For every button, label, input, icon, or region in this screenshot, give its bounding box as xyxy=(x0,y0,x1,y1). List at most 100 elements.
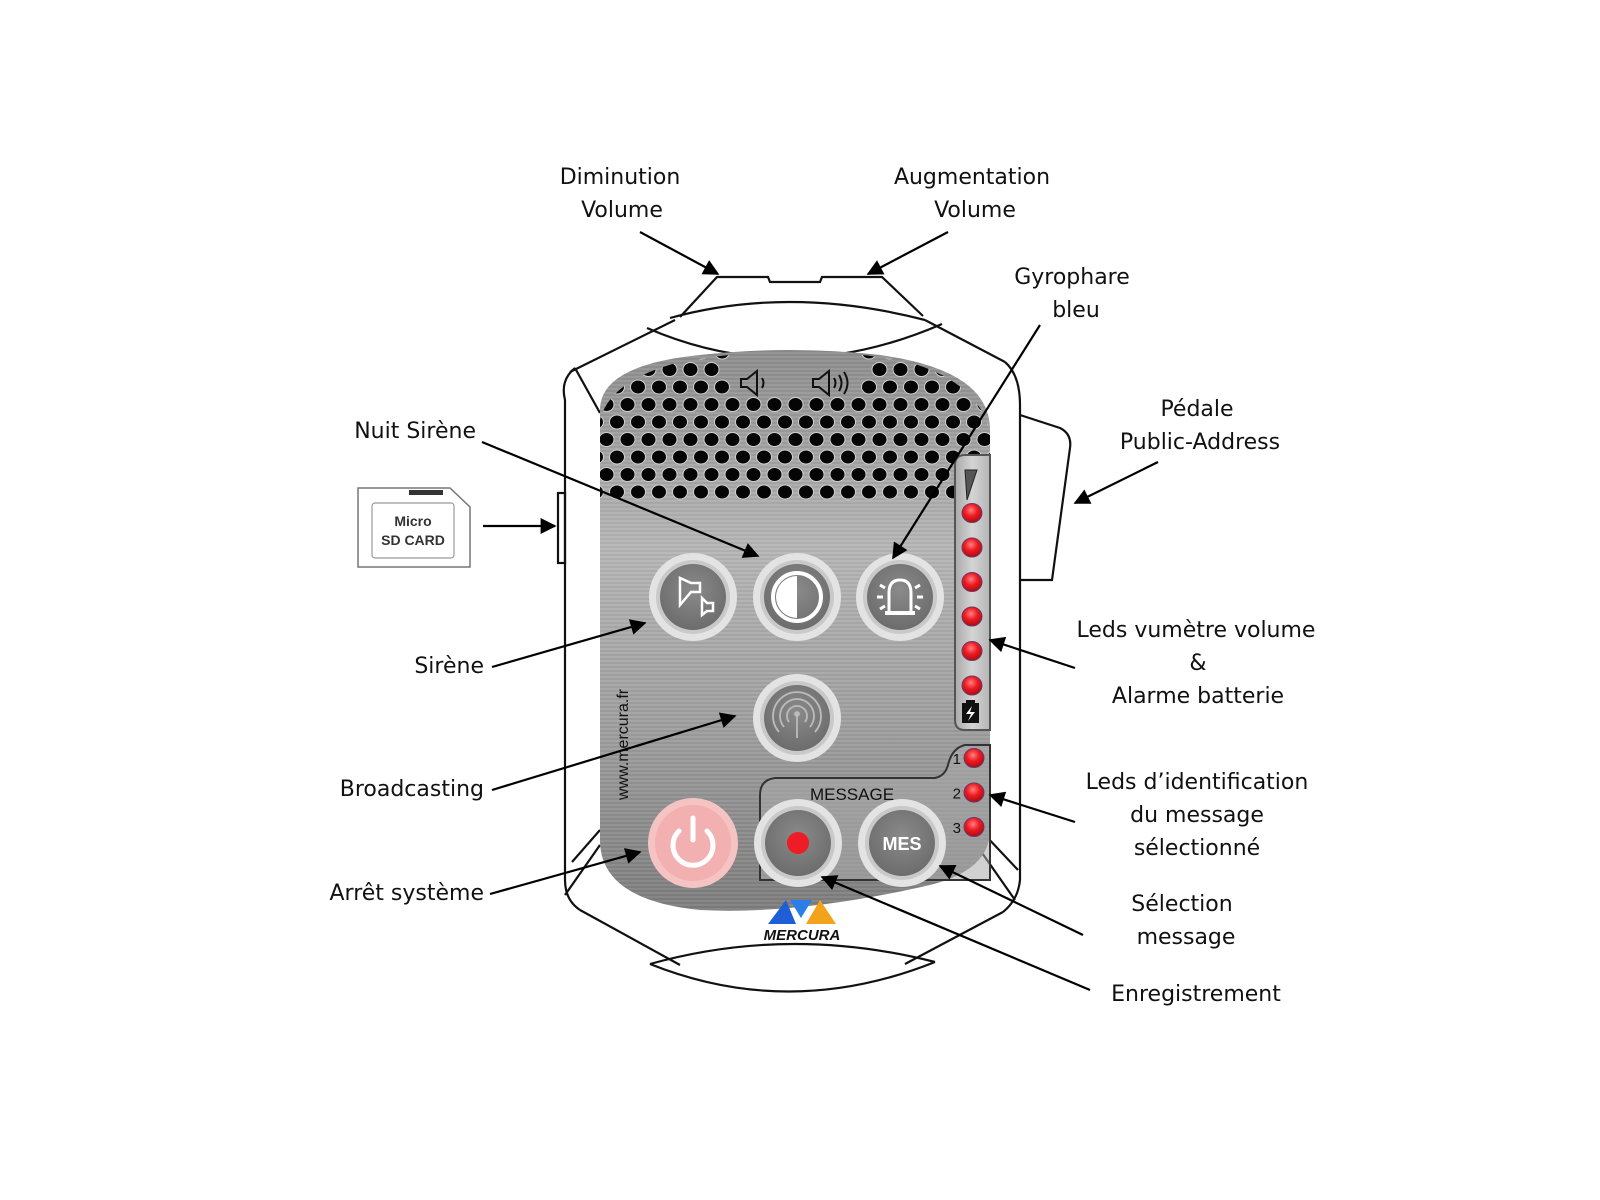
grill-hole xyxy=(756,449,772,465)
antenna-waves-icon xyxy=(772,691,822,738)
night-siren-button[interactable] xyxy=(753,553,841,641)
power-button[interactable] xyxy=(648,798,738,888)
grill-hole xyxy=(903,484,919,500)
mercura-logo: MERCURA xyxy=(764,900,841,944)
grill-hole xyxy=(703,432,720,447)
broadcast-button[interactable] xyxy=(753,674,841,762)
label-vumetre-3: Alarme batterie xyxy=(1112,684,1284,709)
grill-hole xyxy=(882,379,898,395)
grill-hole xyxy=(651,449,667,465)
grill-hole xyxy=(840,484,856,500)
label-volume-up-1: Augmentation xyxy=(894,165,1050,190)
grill-hole xyxy=(829,432,846,447)
grill-hole xyxy=(924,414,940,430)
grill-hole xyxy=(777,484,793,500)
grill-hole xyxy=(756,484,772,500)
grill-hole xyxy=(693,414,709,430)
grill-hole xyxy=(693,484,709,500)
grill-hole xyxy=(703,467,720,482)
volume-up-icon xyxy=(812,368,849,398)
grill-hole xyxy=(724,432,741,447)
arrow-selection xyxy=(938,865,1084,936)
label-enregistrement: Enregistrement xyxy=(1111,982,1281,1007)
siren-button[interactable] xyxy=(649,553,737,641)
message-led xyxy=(963,782,985,803)
grill-hole xyxy=(934,432,951,447)
label-selection-2: message xyxy=(1137,925,1236,950)
arrow-nuit-sirene xyxy=(481,440,760,558)
grill-hole xyxy=(934,397,951,412)
callout-labels: Diminution Volume Augmentation Volume Gy… xyxy=(330,165,1316,1007)
grill-hole xyxy=(892,362,909,377)
grill-hole xyxy=(766,432,783,447)
grill-hole xyxy=(892,467,909,482)
grill-hole xyxy=(600,432,615,447)
grill-hole xyxy=(871,467,888,482)
grill-hole xyxy=(714,379,730,395)
sd-card-line2: SD CARD xyxy=(381,532,445,548)
brand-text: MERCURA xyxy=(764,927,841,944)
grill-hole xyxy=(787,397,804,412)
grill-hole xyxy=(871,362,888,377)
callout-arrows xyxy=(481,231,1159,992)
vumeter-led xyxy=(961,537,983,558)
grill-hole xyxy=(735,449,751,465)
grill-hole xyxy=(945,414,961,430)
grill-hole xyxy=(672,484,688,500)
label-leds-message-2: du message xyxy=(1130,803,1264,828)
grill-hole xyxy=(798,484,814,500)
grill-hole xyxy=(808,397,825,412)
grill-hole xyxy=(609,449,625,465)
grill-hole xyxy=(651,484,667,500)
message-led-number: 3 xyxy=(953,820,961,837)
label-selection-1: Sélection xyxy=(1131,892,1232,917)
message-led xyxy=(963,817,985,837)
arrow-pedale xyxy=(1073,461,1159,504)
arrow-leds-message xyxy=(988,791,1076,824)
grill-hole xyxy=(693,449,709,465)
grill-hole xyxy=(672,414,688,430)
grill-hole xyxy=(600,414,604,430)
grill-hole xyxy=(630,484,646,500)
grill-hole xyxy=(640,397,657,412)
message-panel-label: MESSAGE xyxy=(810,785,894,804)
grill-hole xyxy=(976,362,990,377)
grill-hole xyxy=(651,414,667,430)
grill-hole xyxy=(619,432,636,447)
grill-hole xyxy=(955,397,972,412)
label-leds-message-1: Leds d’identification xyxy=(1086,770,1309,795)
half-circle-icon xyxy=(771,571,823,623)
mes-button[interactable]: MES xyxy=(858,799,946,887)
grill-hole xyxy=(861,379,877,395)
grill-hole xyxy=(745,467,762,482)
arrow-volume-down xyxy=(639,231,720,275)
grill-hole xyxy=(714,449,730,465)
grill-hole xyxy=(630,351,646,360)
grill-hole xyxy=(787,432,804,447)
grill-hole xyxy=(819,449,835,465)
grill-hole xyxy=(724,397,741,412)
grill-hole xyxy=(682,467,699,482)
label-gyrophare-1: Gyrophare xyxy=(1014,265,1130,290)
grill-hole xyxy=(840,414,856,430)
grill-hole xyxy=(640,467,657,482)
label-vumetre-2: & xyxy=(1189,651,1206,676)
grill-hole xyxy=(945,351,961,360)
siren-speakers-icon xyxy=(678,576,715,618)
vumeter-led xyxy=(961,503,983,523)
grill-hole xyxy=(882,449,898,465)
arrow-gyrophare xyxy=(892,324,1041,560)
grill-hole xyxy=(735,484,751,500)
grill-hole xyxy=(630,449,646,465)
record-button[interactable] xyxy=(754,799,842,887)
grill-hole xyxy=(903,449,919,465)
grill-hole xyxy=(840,449,856,465)
gyrophare-button[interactable] xyxy=(856,553,944,641)
grill-hole xyxy=(892,432,909,447)
grill-hole xyxy=(829,467,846,482)
grill-hole xyxy=(609,414,625,430)
grill-hole xyxy=(661,397,678,412)
grill-hole xyxy=(661,432,678,447)
grill-hole xyxy=(777,414,793,430)
grill-hole xyxy=(798,414,814,430)
